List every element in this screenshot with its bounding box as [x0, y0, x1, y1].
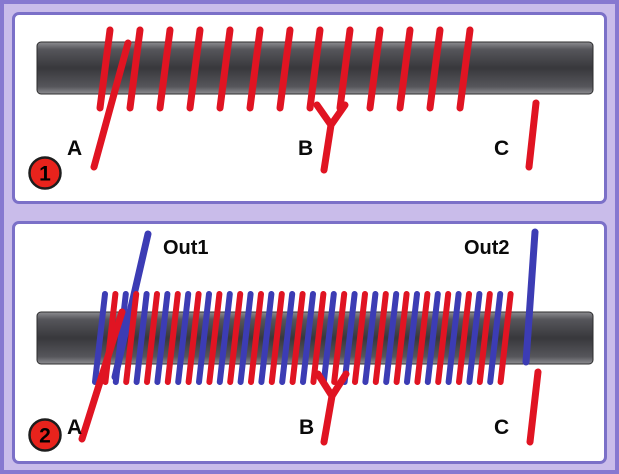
winding-turn — [487, 291, 504, 385]
label-out2: Out2 — [464, 237, 510, 259]
badge-number: 2 — [39, 425, 51, 448]
badge-circle — [28, 418, 62, 452]
label-out1: Out1 — [163, 237, 209, 259]
winding-turn — [336, 26, 354, 112]
step-badge-2: 2 — [28, 418, 62, 452]
label-c: C — [494, 416, 509, 439]
winding-turn — [497, 291, 514, 385]
winding-turn — [126, 26, 144, 112]
winding-turn — [123, 291, 140, 385]
winding-turn — [476, 291, 493, 385]
winding-turn — [404, 291, 420, 385]
winding-turn — [414, 291, 431, 385]
winding-turn — [133, 291, 150, 385]
winding-turn — [246, 26, 264, 112]
winding-turn — [268, 291, 285, 385]
winding-turn — [331, 291, 348, 385]
winding-turn — [154, 291, 171, 385]
winding-turn — [96, 26, 114, 112]
center-tap-wire-b — [313, 101, 349, 174]
wire-end-c — [526, 368, 542, 446]
winding-turn — [92, 291, 108, 385]
winding-turn — [258, 291, 275, 385]
winding-turn — [456, 26, 474, 112]
winding-turn — [185, 291, 202, 385]
winding-turn — [341, 291, 358, 385]
badge-number: 1 — [39, 163, 51, 186]
panel-1-canvas: A B C 1 — [28, 26, 594, 190]
wire-out2 — [522, 228, 539, 366]
winding-turn — [310, 291, 327, 385]
winding-turn — [366, 26, 384, 112]
wire-end-a — [78, 308, 126, 443]
winding-turn — [289, 291, 306, 385]
winding-turn — [424, 291, 441, 385]
label-a: A — [67, 137, 82, 160]
winding-turn — [466, 291, 483, 385]
winding-turn — [216, 26, 234, 112]
winding-turn — [352, 291, 368, 385]
red-winding-turns — [96, 26, 474, 112]
winding-turn — [426, 26, 444, 112]
label-c: C — [494, 137, 509, 160]
winding-turn — [237, 291, 254, 385]
winding-turn — [216, 291, 233, 385]
winding-turn — [320, 291, 337, 385]
wire-end-c — [525, 99, 540, 171]
label-a: A — [67, 416, 82, 439]
winding-turn — [372, 291, 389, 385]
winding-turn — [206, 291, 223, 385]
winding-turn — [196, 291, 212, 385]
bifilar-winding-turns — [92, 291, 514, 385]
winding-turn — [383, 291, 400, 385]
wire-end-a — [90, 39, 132, 171]
winding-turn — [156, 26, 174, 112]
panel-2-canvas: Out1 Out2 A B C 2 — [28, 228, 594, 452]
badge-circle — [28, 156, 62, 190]
step-badge-1: 1 — [28, 156, 62, 190]
winding-turn — [164, 291, 181, 385]
winding-turn — [186, 26, 204, 112]
winding-turn — [300, 291, 316, 385]
winding-turn — [456, 291, 472, 385]
winding-turn — [279, 291, 296, 385]
center-tap-wire-b — [314, 370, 350, 446]
winding-turn — [445, 291, 462, 385]
panel-bifilar-winding: Out1 Out2 A B C 2 — [12, 221, 607, 464]
panel-single-winding: A B C 1 — [12, 12, 607, 204]
winding-turn — [362, 291, 379, 385]
winding-turn — [306, 26, 324, 112]
winding-turn — [144, 291, 160, 385]
label-b: B — [299, 416, 314, 439]
winding-turn — [248, 291, 264, 385]
winding-turn — [393, 291, 410, 385]
winding-turn — [112, 291, 129, 385]
winding-turn — [435, 291, 452, 385]
winding-turn — [396, 26, 414, 112]
winding-turn — [227, 291, 244, 385]
winding-turn — [276, 26, 294, 112]
label-b: B — [298, 137, 313, 160]
winding-turn — [175, 291, 192, 385]
